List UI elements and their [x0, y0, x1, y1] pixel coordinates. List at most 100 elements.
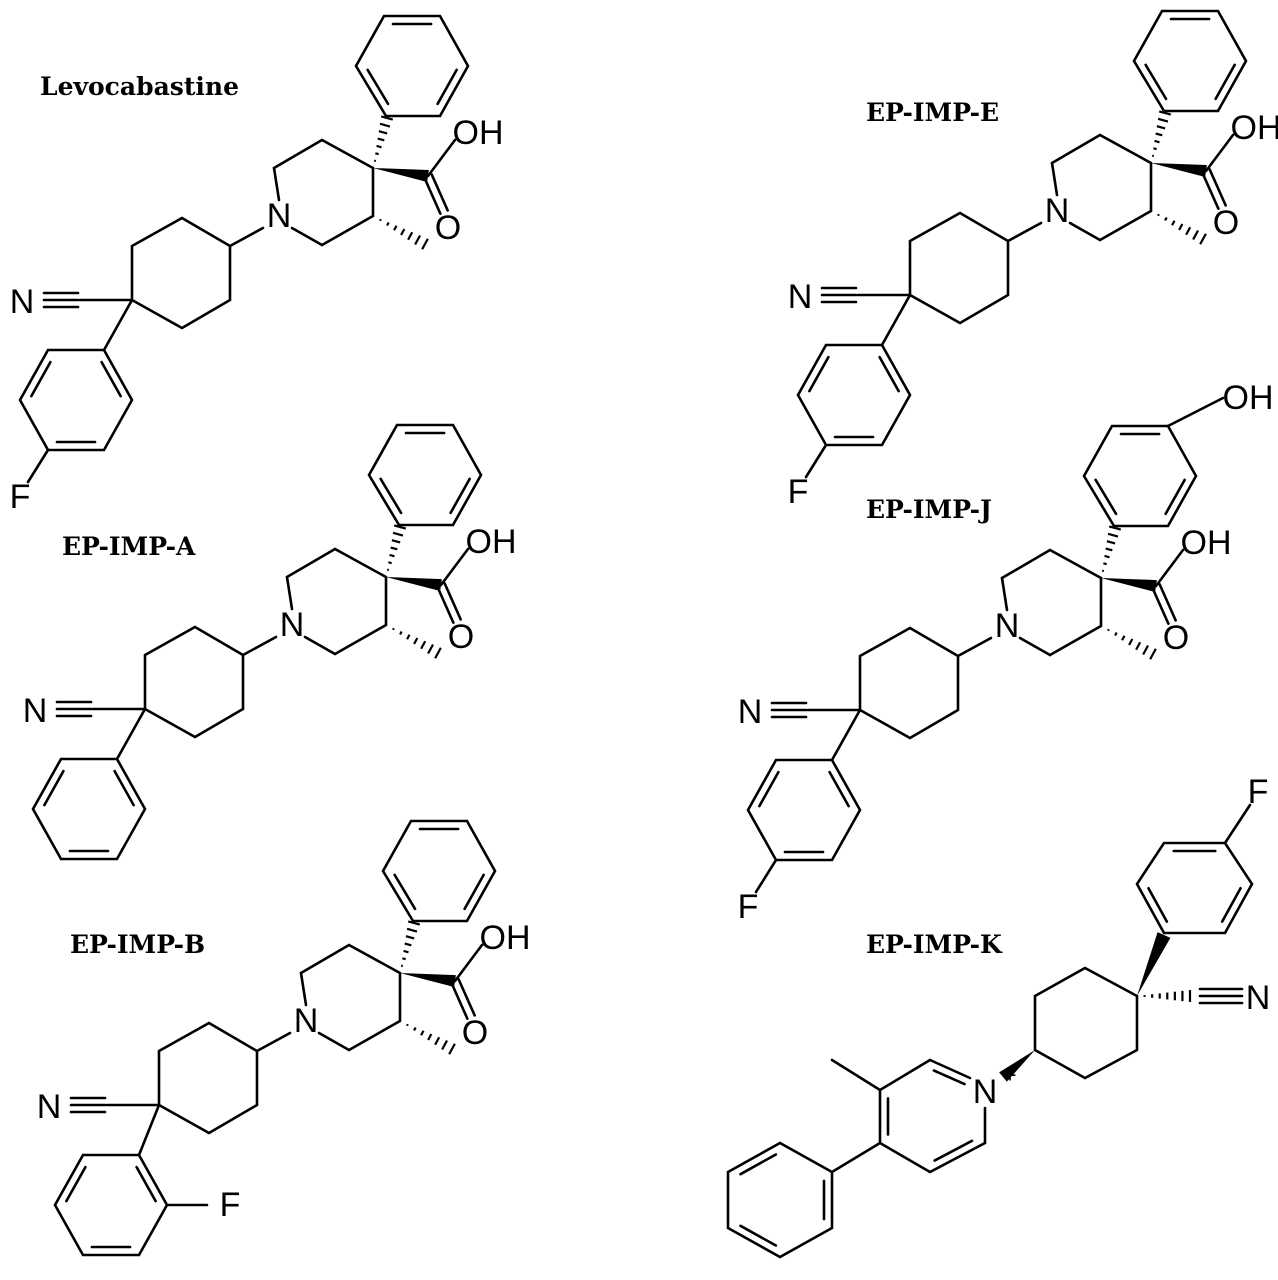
title-ep-imp-e: EP-IMP-E — [866, 98, 999, 127]
hash-stroke — [1192, 229, 1199, 241]
double-bond-inner — [828, 770, 850, 808]
cyclohexane-ring — [858, 626, 960, 740]
hash-stroke — [441, 1039, 448, 1051]
nitrogen-atom: N — [23, 692, 48, 730]
bond-n-cyclohexyl — [255, 1031, 292, 1053]
double-bond-inner — [393, 873, 417, 911]
hash-stroke — [406, 1023, 409, 1027]
benzene-ring — [367, 423, 483, 527]
hash-stroke — [1108, 525, 1122, 531]
benzene-ring — [18, 348, 134, 452]
nitrogen-atom: N — [280, 606, 305, 644]
hash-stroke — [406, 634, 411, 640]
wedge-bond-carboxyl — [1101, 578, 1157, 592]
bond-n — [1018, 636, 1052, 657]
hash-stroke — [1153, 147, 1157, 151]
nitrogen-atom: N — [267, 197, 292, 235]
carbonyl-bond — [1158, 583, 1177, 622]
bond-n-cyclohexyl — [228, 226, 265, 248]
hashed-bond-phenyl — [1151, 110, 1172, 158]
double-bond-inner — [436, 68, 458, 106]
bond-aryl — [830, 708, 862, 762]
benzene-ring — [746, 758, 862, 862]
hash-stroke — [420, 1030, 425, 1036]
hash-stroke — [448, 1043, 456, 1055]
hash-stroke — [1155, 132, 1163, 137]
hash-stroke — [377, 137, 385, 142]
bond-f — [754, 858, 778, 894]
fluorine-atom: F — [738, 888, 759, 926]
structure-ep-imp-k: FNN+ — [726, 773, 1271, 1259]
carbonyl-bond — [457, 978, 476, 1017]
hash-stroke — [1107, 532, 1119, 538]
double-bond-inner — [366, 68, 390, 106]
nitrogen-atom: N — [788, 278, 813, 316]
wedge-bond-carboxyl — [386, 577, 442, 591]
double-bond-inner — [135, 1165, 157, 1203]
hash-stroke — [380, 115, 394, 121]
hash-stroke — [1107, 628, 1110, 632]
hash-stroke — [403, 949, 409, 954]
hash-stroke — [1158, 110, 1172, 116]
title-ep-imp-b: EP-IMP-B — [70, 930, 205, 959]
double-bond-inner — [65, 1165, 87, 1203]
hash-stroke — [427, 1033, 433, 1041]
fluorine-atom: F — [788, 473, 809, 511]
hash-stroke — [386, 221, 390, 227]
hash-stroke — [393, 524, 407, 530]
fluorine-atom: F — [220, 1186, 241, 1224]
hash-stroke — [406, 927, 418, 933]
hash-stroke — [400, 228, 406, 236]
hashed-bond-methyl — [1107, 628, 1157, 660]
bond-c-oh — [439, 547, 470, 587]
hash-stroke — [375, 152, 379, 156]
hash-stroke — [1103, 562, 1107, 566]
bond-f — [26, 448, 50, 484]
hydroxyl-label: OH — [453, 114, 504, 152]
bond-oh — [1166, 396, 1225, 428]
hash-stroke — [405, 935, 415, 940]
bond-n-cyclohexyl — [241, 635, 278, 657]
benzene-ring — [796, 343, 912, 447]
double-bond-inner — [933, 1139, 974, 1162]
hashed-bond-methyl — [379, 218, 429, 250]
nitrogen-atom: N — [995, 607, 1020, 645]
bond-f — [1223, 803, 1252, 845]
hash-stroke — [392, 531, 404, 537]
hash-stroke — [1106, 540, 1116, 545]
fluorine-atom: F — [10, 478, 31, 516]
bond-f — [804, 443, 828, 479]
cyclohexane-ring — [157, 1021, 259, 1135]
bond-c-oh — [1154, 548, 1185, 588]
hash-stroke — [1142, 644, 1149, 656]
hydroxyl-label: OH — [480, 919, 531, 957]
nitrogen-atom: N — [10, 283, 35, 321]
bond-ring — [928, 1058, 972, 1080]
benzene-ring — [381, 819, 497, 923]
nitrogen-atom: N — [738, 693, 763, 731]
hash-stroke — [407, 231, 414, 241]
hash-stroke — [1104, 554, 1110, 559]
cyclohexane-ring — [1033, 966, 1139, 1080]
nitrogen-atom: N — [37, 1088, 62, 1126]
hash-stroke — [434, 1036, 441, 1046]
carbonyl-bond — [436, 585, 455, 624]
hash-stroke — [1171, 220, 1176, 226]
carbonyl-bond — [450, 981, 469, 1020]
double-bond-inner — [1144, 63, 1168, 101]
nitrogen-atom: N — [1246, 979, 1271, 1017]
double-bond-inner — [113, 769, 135, 807]
wedge-bond-carboxyl — [400, 973, 456, 987]
hash-stroke — [421, 238, 429, 250]
bond-methyl — [830, 1058, 882, 1092]
hash-stroke — [391, 539, 401, 544]
fluorine-atom: F — [1248, 773, 1269, 811]
double-bond-inner — [739, 1153, 778, 1176]
hash-stroke — [1157, 117, 1169, 123]
bond-n — [1068, 221, 1102, 242]
pyridinium-nitrogen: N — [973, 1073, 998, 1111]
hashed-bond-methyl — [406, 1023, 456, 1055]
bond-n — [290, 226, 324, 247]
hash-stroke — [427, 643, 434, 655]
